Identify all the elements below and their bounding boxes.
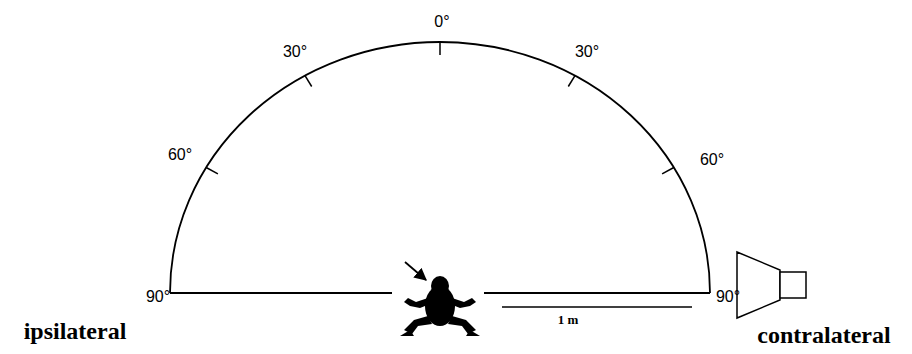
base-line — [170, 292, 392, 294]
scale-label: 1 m — [558, 312, 579, 328]
angle-label: 90° — [146, 288, 170, 306]
speaker-symbol — [737, 252, 806, 318]
angle-label: 30° — [575, 43, 599, 61]
speaker-arc — [170, 42, 710, 293]
side-label: contralateral — [757, 322, 890, 349]
pointer-arrow — [405, 262, 426, 280]
frog-silhouette — [400, 276, 480, 336]
angle-label: 90° — [716, 288, 740, 306]
base-line — [484, 292, 710, 294]
angle-label: 60° — [168, 146, 192, 164]
angle-label: 30° — [283, 43, 307, 61]
angle-label: 60° — [700, 151, 724, 169]
angle-ticks — [206, 42, 674, 174]
angle-label: 0° — [434, 13, 449, 31]
side-label: ipsilateral — [24, 318, 127, 345]
scale-bar — [502, 306, 692, 308]
